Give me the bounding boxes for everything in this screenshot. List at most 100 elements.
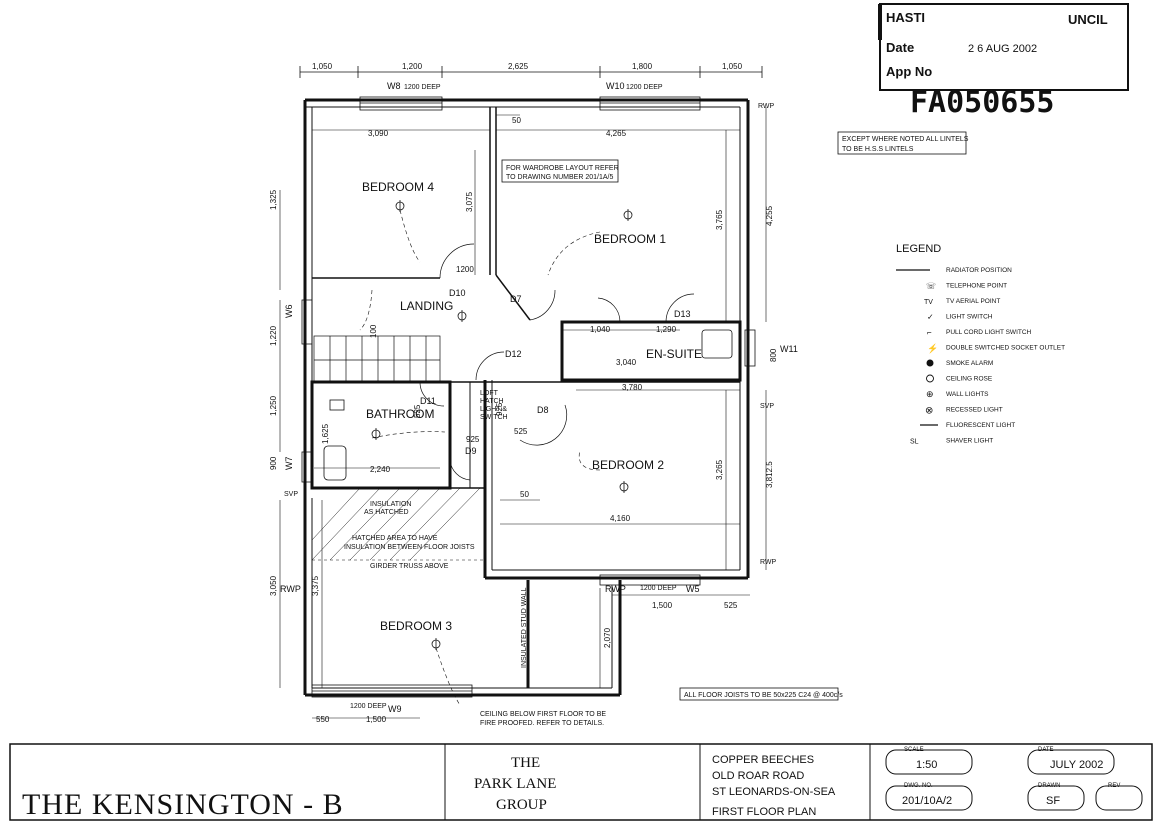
- bathroom-fixtures: [323, 329, 733, 481]
- scale-value: 1:50: [916, 759, 937, 771]
- window-w5: W5: [686, 584, 700, 594]
- dim-3075: 3,075: [465, 191, 474, 212]
- dim-top-5: 1,050: [722, 62, 743, 71]
- company-line-3: GROUP: [496, 797, 547, 813]
- dim-top-2: 1,200: [402, 62, 423, 71]
- hatched-note-1: HATCHED AREA TO HAVE: [352, 535, 438, 542]
- dim-1325: 1,325: [269, 189, 278, 210]
- council-right-text: UNCIL: [1068, 12, 1108, 27]
- dim-50-mid: 50: [520, 490, 529, 499]
- rose-icon: [926, 374, 934, 383]
- dim-4265: 4,265: [606, 129, 627, 138]
- girder-note: GIRDER TRUSS ABOVE: [370, 563, 449, 570]
- dim-1040: 1,040: [590, 325, 611, 334]
- room-bedroom-1: BEDROOM 1: [594, 232, 666, 246]
- legend-label: LIGHT SWITCH: [946, 314, 993, 321]
- dim-1625: 1,625: [321, 423, 330, 444]
- dim-3812: 3,812.5: [765, 461, 774, 488]
- window-w8-sub: 1200 DEEP: [404, 84, 441, 91]
- telephone-icon: ☏: [926, 282, 936, 291]
- loft-note-3: LIGHT &: [480, 406, 507, 413]
- dim-3265: 3,265: [715, 459, 724, 480]
- svg-text:ALL FLOOR JOISTS TO BE 50x225: ALL FLOOR JOISTS TO BE 50x225 C24 @ 400c…: [684, 692, 843, 699]
- dim-top-3: 2,625: [508, 62, 529, 71]
- door-d8: D8: [537, 405, 549, 415]
- window-w9-sub: 1200 DEEP: [350, 703, 387, 710]
- window-w10: W10: [606, 81, 625, 91]
- window-w8: W8: [387, 81, 401, 91]
- window-w11: W11: [780, 344, 798, 354]
- window-w6: W6: [284, 305, 294, 319]
- dim-920: 1200: [456, 265, 474, 274]
- svg-text:EXCEPT WHERE NOTED ALL LINTELS: EXCEPT WHERE NOTED ALL LINTELS: [842, 136, 969, 143]
- council-left-text: HASTI: [886, 10, 925, 25]
- dim-100: 100: [369, 324, 378, 338]
- date-label: DATE: [1038, 747, 1054, 753]
- top-dimension-line: [299, 66, 763, 78]
- legend-row-switch: ✓ LIGHT SWITCH: [927, 313, 993, 322]
- dim-4160: 4,160: [610, 514, 631, 523]
- dim-4255: 4,255: [765, 205, 774, 226]
- dwg-label: DWG. NO.: [904, 783, 933, 789]
- address-line-1: COPPER BEECHES: [712, 754, 814, 766]
- dim-3090: 3,090: [368, 129, 389, 138]
- dim-1250: 1,250: [269, 395, 278, 416]
- legend-label: RECESSED LIGHT: [946, 407, 1003, 414]
- legend-label: PULL CORD LIGHT SWITCH: [946, 329, 1032, 336]
- dim-900: 900: [269, 456, 278, 470]
- hatched-note-2: INSULATION BETWEEN FLOOR JOISTS: [344, 544, 475, 551]
- stamp-app-number: FA050655: [910, 85, 1055, 120]
- legend-row-recessed: ⊗ RECESSED LIGHT: [925, 406, 1003, 417]
- scale-label: SCALE: [904, 747, 924, 753]
- address-line-4: FIRST FLOOR PLAN: [712, 806, 816, 818]
- ceiling-note-2: FIRE PROOFED. REFER TO DETAILS.: [480, 720, 604, 727]
- wiring-dashes: [359, 209, 601, 706]
- rwp-left: RWP: [280, 584, 301, 594]
- dim-525-d8: 525: [514, 427, 528, 436]
- socket-icon: ⚡: [927, 343, 938, 355]
- loft-note-4: SWITCH: [480, 414, 508, 421]
- dim-550: 550: [316, 715, 330, 724]
- window-w10-sub: 1200 DEEP: [626, 84, 663, 91]
- door-d9: D9: [465, 446, 477, 456]
- legend-row-radiator: RADIATOR POSITION: [896, 267, 1012, 274]
- svg-text:TO BE H.S.S LINTELS: TO BE H.S.S LINTELS: [842, 146, 914, 153]
- dim-50-top: 50: [512, 116, 521, 125]
- dim-3040: 3,040: [616, 358, 637, 367]
- svp-right: SVP: [760, 403, 774, 410]
- switch-icon: ✓: [927, 313, 934, 322]
- dim-525-bath: 525: [413, 404, 422, 418]
- dim-3780: 3,780: [622, 383, 643, 392]
- dim-925-b: 925: [466, 435, 480, 444]
- hatched-area: [311, 487, 485, 561]
- room-bedroom-2: BEDROOM 2: [592, 458, 664, 472]
- ceiling-rose-icons: [371, 200, 633, 650]
- dim-925-a: 925: [495, 402, 504, 416]
- outer-walls: [303, 98, 750, 697]
- window-openings: [301, 96, 756, 698]
- insulation-note-2: AS HATCHED: [364, 509, 409, 516]
- dim-2240: 2,240: [370, 465, 391, 474]
- smoke-icon: [926, 359, 934, 367]
- drawn-value: SF: [1046, 795, 1060, 807]
- room-bathroom: BATHROOM: [366, 407, 434, 421]
- council-stamp: HASTI UNCIL Date 2 6 AUG 2002 App No FA0…: [878, 3, 1129, 120]
- dim-1500-right: 1,500: [652, 601, 673, 610]
- internal-dimension-lines: [279, 107, 767, 719]
- dim-1220: 1,220: [269, 325, 278, 346]
- legend-row-rose: CEILING ROSE: [926, 374, 993, 383]
- shaver-icon: SL: [910, 439, 919, 446]
- recessed-icon: ⊗: [925, 406, 933, 417]
- legend-label: FLUORESCENT LIGHT: [946, 422, 1015, 429]
- legend-row-socket: ⚡DOUBLE SWITCHED SOCKET OUTLET: [927, 343, 1065, 355]
- address-line-2: OLD ROAR ROAD: [712, 770, 804, 782]
- legend-title: LEGEND: [896, 243, 941, 255]
- dim-800: 800: [769, 348, 778, 362]
- dim-3765: 3,765: [715, 209, 724, 230]
- window-w7: W7: [284, 457, 294, 471]
- dim-3375: 3,375: [311, 575, 320, 596]
- legend-label: TELEPHONE POINT: [946, 283, 1007, 290]
- dim-525-right: 525: [724, 601, 738, 610]
- door-d7: D7: [510, 294, 522, 304]
